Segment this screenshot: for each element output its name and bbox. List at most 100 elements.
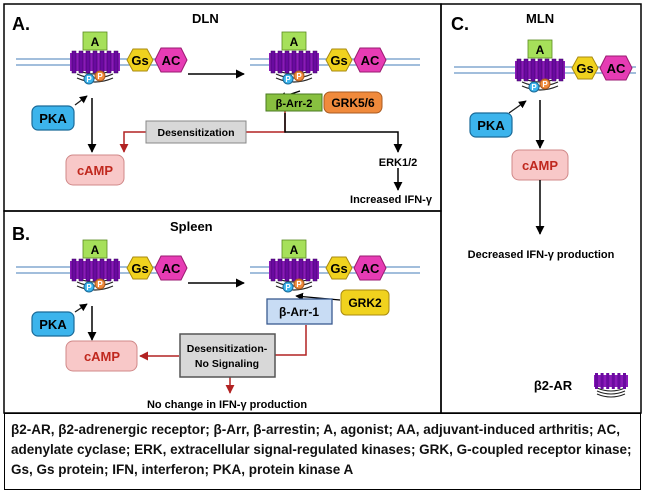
- panel-b-left-phosphate-pka: [83, 281, 95, 293]
- panel-a-right-adenylate-cyclase: [353, 47, 387, 73]
- panel-b-right-helix: [312, 258, 318, 282]
- key-receptor-label: β2-AR: [534, 378, 573, 393]
- panel-b-right-helix: [291, 258, 297, 282]
- panel-b-left-phosphate-pka-label: P: [86, 283, 92, 292]
- panel-b-right-phosphate-grk-label: P: [296, 280, 302, 289]
- desensitization-label-a: Desensitization: [157, 127, 234, 139]
- panel-b-title: Spleen: [170, 219, 213, 234]
- panel-b-left-helix: [78, 258, 84, 282]
- increased-ifn-label: Increased IFN-γ: [350, 194, 433, 206]
- panel-a-right-phosphate-grk: [293, 70, 305, 82]
- panel-a-left-agonist-label: A: [91, 35, 100, 49]
- key-loop: [596, 390, 626, 395]
- pka-to-p-arrow-b: [74, 303, 88, 313]
- panel-a-left-helix: [106, 50, 112, 74]
- panel-c-helix: [558, 58, 564, 82]
- panel-c-phosphate-grk: [539, 78, 551, 90]
- panel-b-right-phosphate-grk: [293, 278, 305, 290]
- camp-label-b: cAMP: [84, 349, 120, 364]
- beta-arrestin-2-box: [265, 93, 323, 112]
- panel-b-left-ac-label: AC: [162, 261, 181, 276]
- panel-b-right-helix: [298, 258, 304, 282]
- grk-to-p-arrow-b: [295, 292, 341, 301]
- beta-arrestin-1-box: [266, 298, 333, 325]
- panel-a-right-helix: [298, 50, 304, 74]
- panel-a-letter: A.: [12, 14, 30, 34]
- panel-a-right-ac-label: AC: [361, 53, 380, 68]
- panel-a-left-helix: [71, 50, 77, 74]
- panel-b-right-loop: [275, 285, 313, 291]
- panel-a-right-phosphate-pka: [282, 73, 294, 85]
- panel-b-letter: B.: [12, 224, 30, 244]
- panel-a-right-gs-label: Gs: [330, 53, 347, 68]
- panel-b-right-agonist-label: A: [290, 243, 299, 257]
- panel-b-left-pka-label: PKA: [39, 317, 67, 332]
- panel-b-right-adenylate-cyclase: [353, 255, 387, 281]
- panel-c-phosphate-pka: [528, 81, 540, 93]
- key-helix: [606, 373, 610, 389]
- panel-b-left-gs-label: Gs: [131, 261, 148, 276]
- panel-a-right-helix: [305, 50, 311, 74]
- panel-a-right-phosphate-grk-label: P: [296, 72, 302, 81]
- panel-c-helix: [516, 58, 522, 82]
- panel-b-left-helix: [71, 258, 77, 282]
- panel-b-right-ac-label: AC: [361, 261, 380, 276]
- key-receptor-icon: [594, 373, 628, 398]
- panel-b-left-agonist: [82, 239, 108, 259]
- camp-label-a: cAMP: [77, 163, 113, 178]
- panel-b-right-helix: [277, 258, 283, 282]
- pka-to-p-arrow-c: [508, 100, 527, 114]
- camp-box-b: [65, 340, 138, 372]
- panel-a-left-phosphate-pka: [83, 73, 95, 85]
- erk-arrow-a: [284, 113, 403, 153]
- no-change-ifn-label: No change in IFN-γ production: [147, 399, 307, 411]
- panel-a-left-helix: [85, 50, 91, 74]
- key-helix: [623, 373, 626, 389]
- panel-a-left-phosphate-grk: [94, 70, 106, 82]
- key-helix: [595, 373, 598, 389]
- panel-b-left-helix: [92, 258, 98, 282]
- panel-c-gs-protein: [571, 56, 599, 80]
- panel-a-left-pka-box: [31, 105, 75, 131]
- key-receptor-body: [594, 375, 628, 387]
- panel-b-left-agonist-label: A: [91, 243, 100, 257]
- panel-a-left-adenylate-cyclase: [154, 47, 188, 73]
- no-signaling-box: [179, 333, 276, 378]
- panel-a-right-helix: [270, 50, 276, 74]
- camp-label-c: cAMP: [522, 158, 558, 173]
- panel-b-left-phosphate-grk-label: P: [97, 280, 103, 289]
- no-signaling-label-line2: No Signaling: [195, 358, 259, 370]
- grk2-label: GRK2: [348, 296, 382, 310]
- panel-b-left-loop: [76, 285, 114, 291]
- grk56-label: GRK5/6: [331, 96, 375, 110]
- panel-c-ac-label: AC: [607, 61, 626, 76]
- panel-a-left-gs-label: Gs: [131, 53, 148, 68]
- panel-c-loop: [521, 85, 559, 91]
- panel-a-right-helix: [284, 50, 290, 74]
- panel-a-left-helix: [78, 50, 84, 74]
- key-loop: [596, 393, 626, 398]
- key-helix: [617, 373, 621, 389]
- erk-label-a: ERK1/2: [379, 157, 418, 169]
- panel-b-right-phosphate-pka: [282, 281, 294, 293]
- panel-b-right-helix: [284, 258, 290, 282]
- panel-c-agonist: [527, 39, 553, 59]
- panel-c-title: MLN: [526, 11, 554, 26]
- panel-a-left-pka-label: PKA: [39, 111, 67, 126]
- panel-b-right-gs-label: Gs: [330, 261, 347, 276]
- pka-to-p-arrow-a: [74, 95, 88, 106]
- panel-c-letter: C.: [451, 14, 469, 34]
- panel-b-left-helix: [113, 258, 119, 282]
- beta-arrestin-1-label: β-Arr-1: [279, 305, 319, 319]
- no-signaling-label-line1: Desensitization-: [187, 343, 268, 355]
- panel-a-right-agonist-label: A: [290, 35, 299, 49]
- panel-a-right-helix: [312, 50, 318, 74]
- panel-a-left-gs-protein: [126, 48, 154, 72]
- panel-a-left-agonist: [82, 31, 108, 51]
- panel-a-right-helix: [277, 50, 283, 74]
- beta-arrestin-2-label: β-Arr-2: [276, 98, 313, 110]
- panel-a-left-helix: [92, 50, 98, 74]
- panel-a-left-phosphate-pka-label: P: [86, 75, 92, 84]
